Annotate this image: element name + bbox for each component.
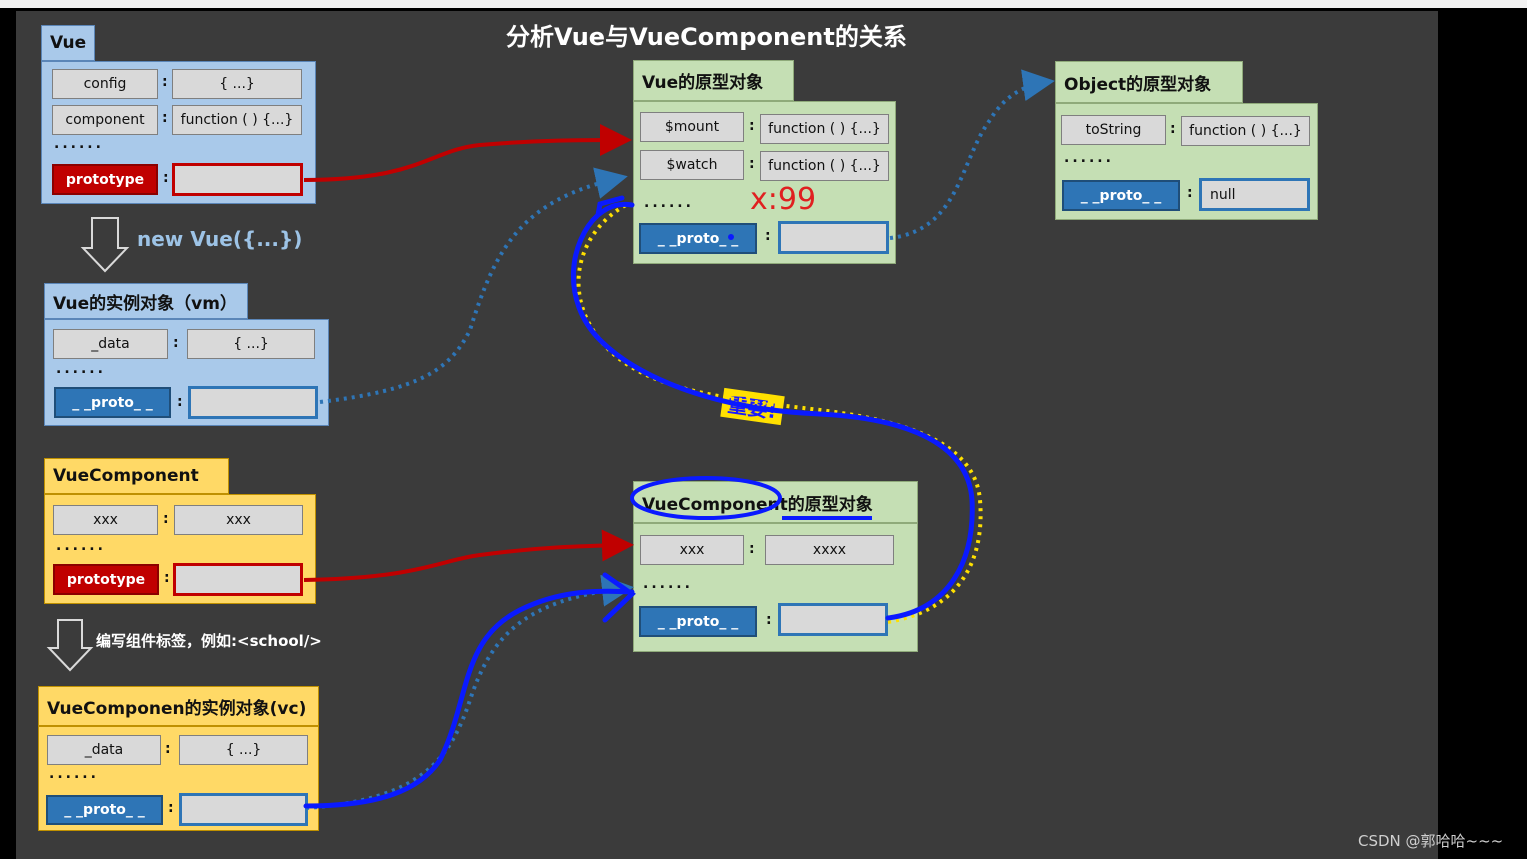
vm-data-value: { ...} <box>187 329 315 359</box>
colon: : <box>162 110 168 126</box>
ellipsis: ...... <box>56 361 106 377</box>
vm-data-key: _data <box>53 329 168 359</box>
vc-proto-tab: VueComponent的原型对象 <box>633 481 918 523</box>
vue-config-value: { ...} <box>172 69 302 99</box>
vc-tab: VueComponen的实例对象(vc) <box>38 686 319 726</box>
vuecomponent-prototype-value <box>173 563 303 596</box>
new-vue-text: new Vue({...}) <box>137 227 302 251</box>
colon: : <box>177 394 183 410</box>
vue-config-key: config <box>52 69 158 99</box>
vuecomponent-tab: VueComponent <box>44 458 229 494</box>
ellipsis: ...... <box>56 538 106 554</box>
page-title: 分析Vue与VueComponent的关系 <box>506 23 907 51</box>
colon: : <box>749 118 755 134</box>
vc-proto-value <box>179 793 308 826</box>
colon: : <box>1170 121 1176 137</box>
vue-proto-proto-value <box>778 221 889 254</box>
new-keyword: new <box>137 227 191 251</box>
vue-component-value: function ( ) {...} <box>172 105 302 135</box>
watermark: CSDN @郭哈哈~~~ <box>1358 832 1504 850</box>
colon: : <box>165 741 171 757</box>
colon: : <box>749 156 755 172</box>
vc-proto-proto-key: _ _proto_ _ <box>639 606 757 637</box>
vue-proto-proto-key: _ _proto_ _ <box>639 223 757 254</box>
vc-proto-xxx-value: xxxx <box>765 535 894 565</box>
ellipsis: ...... <box>644 195 694 211</box>
vc-proto-xxx-key: xxx <box>640 535 744 565</box>
vuecomponent-xxx-key: xxx <box>53 505 158 535</box>
vue-tab: Vue <box>41 25 95 61</box>
vue-proto-mount-key: $mount <box>640 112 744 142</box>
vue-proto-watch-value: function ( ) {...} <box>760 151 889 181</box>
vm-proto-value <box>188 386 318 419</box>
vue-component-key: component <box>52 105 158 135</box>
colon: : <box>766 612 772 628</box>
top-border <box>0 0 1527 8</box>
colon: : <box>749 541 755 557</box>
colon: : <box>163 170 169 186</box>
colon: : <box>168 800 174 816</box>
ellipsis: ...... <box>54 136 104 152</box>
object-proto-proto-value: null <box>1199 178 1310 211</box>
object-proto-tostring-key: toString <box>1061 115 1166 145</box>
vuecomponent-xxx-value: xxx <box>174 505 303 535</box>
colon: : <box>162 74 168 90</box>
write-tag-text: 编写组件标签，例如:<school/> <box>96 632 322 650</box>
vm-proto-key: _ _proto_ _ <box>54 387 171 418</box>
colon: : <box>163 511 169 527</box>
x99-annotation: x:99 <box>750 182 817 217</box>
colon: : <box>164 570 170 586</box>
ellipsis: ...... <box>49 766 99 782</box>
vc-proto-key: _ _proto_ _ <box>46 795 163 825</box>
object-proto-tostring-value: function ( ) {...} <box>1181 116 1310 146</box>
vc-data-value: { ...} <box>179 735 308 765</box>
vue-proto-tab: Vue的原型对象 <box>633 60 794 101</box>
vm-tab: Vue的实例对象（vm） <box>44 283 248 319</box>
colon: : <box>1187 185 1193 201</box>
ellipsis: ...... <box>643 576 693 592</box>
vuecomponent-prototype-key: prototype <box>53 564 159 595</box>
vc-data-key: _data <box>47 735 161 765</box>
object-proto-proto-key: _ _proto_ _ <box>1062 180 1180 211</box>
colon: : <box>765 228 771 244</box>
vue-call: Vue({...}) <box>190 227 303 251</box>
vue-proto-mount-value: function ( ) {...} <box>760 114 889 144</box>
object-proto-tab: Object的原型对象 <box>1055 61 1243 103</box>
colon: : <box>173 335 179 351</box>
vc-proto-proto-value <box>778 603 888 636</box>
vue-proto-watch-key: $watch <box>640 150 744 180</box>
vue-prototype-key: prototype <box>52 164 158 195</box>
vue-prototype-value <box>172 163 303 196</box>
ellipsis: ...... <box>1064 150 1114 166</box>
